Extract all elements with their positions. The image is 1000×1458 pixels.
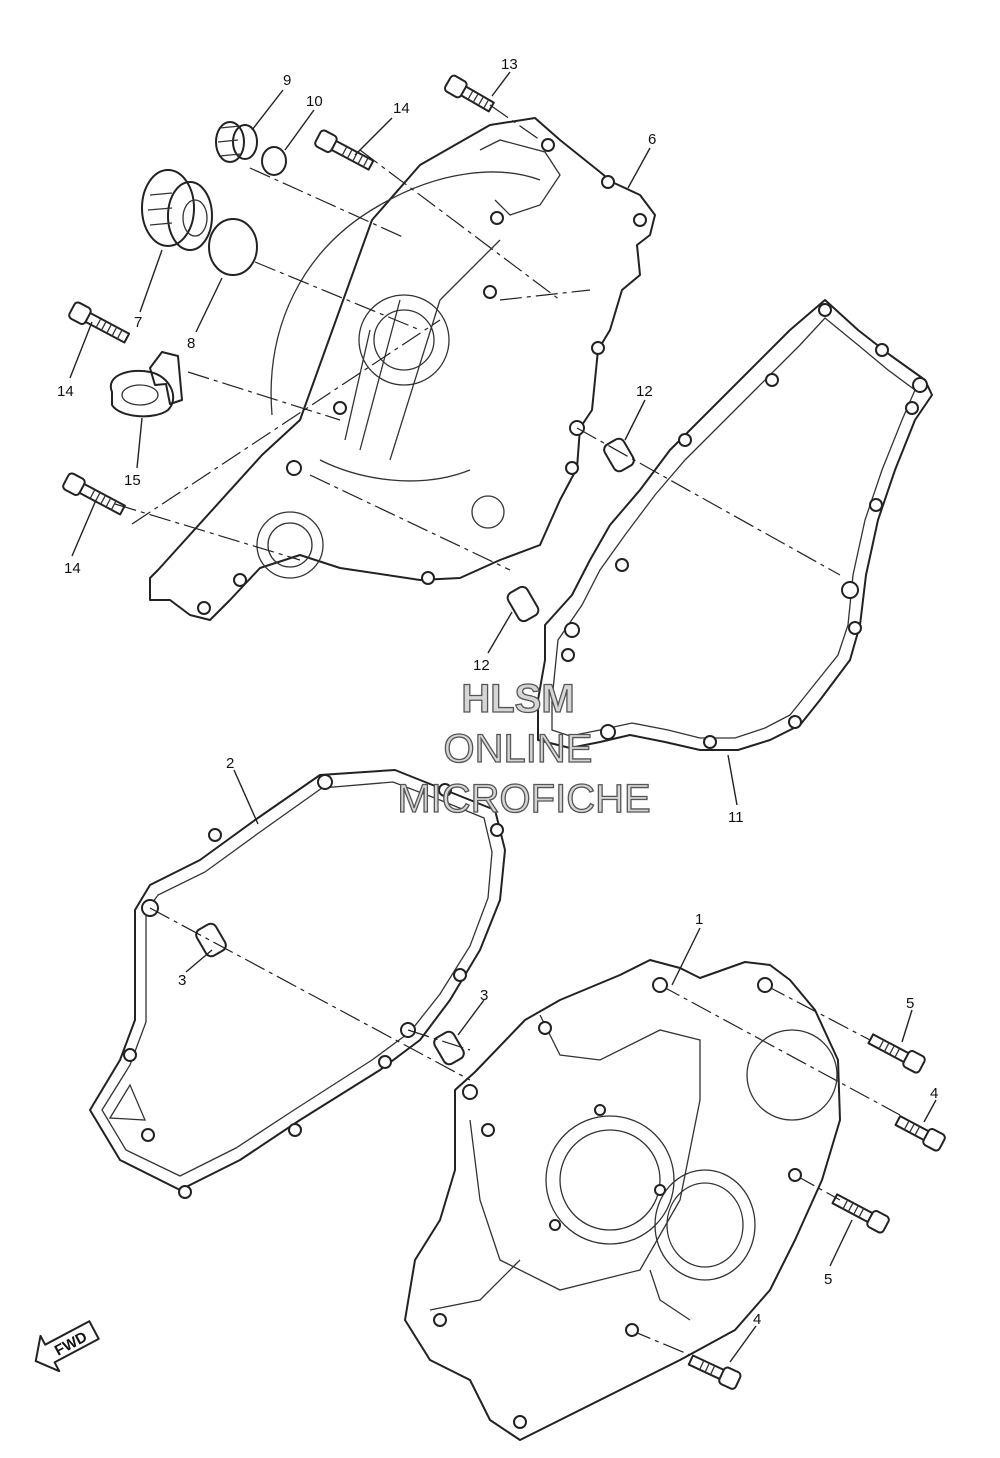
dowel-3-right (433, 1030, 465, 1066)
bolt-5-lower (831, 1193, 890, 1234)
o-ring-10 (261, 146, 287, 176)
plug-9 (215, 121, 258, 163)
callout-1: 1 (695, 911, 703, 928)
bolt-14-left (68, 301, 131, 344)
callout-2: 2 (226, 755, 234, 772)
bolt-14-lower (62, 472, 126, 516)
callout-4-upper: 4 (930, 1085, 938, 1102)
callout-9: 9 (283, 72, 291, 89)
o-ring-8 (208, 218, 258, 276)
dowel-12-upper (603, 437, 635, 473)
callout-5-lower: 5 (824, 1271, 832, 1288)
callout-11: 11 (728, 809, 744, 826)
alignment-lines-upper (114, 104, 841, 576)
callout-7: 7 (134, 314, 142, 331)
callout-13: 13 (501, 56, 518, 73)
cap-7 (141, 169, 213, 251)
callout-15: 15 (124, 472, 141, 489)
alignment-lines-lower (149, 907, 901, 1356)
bolt-13 (443, 74, 495, 113)
fwd-indicator: FWD (34, 1320, 100, 1373)
callout-10: 10 (306, 93, 323, 110)
callout-3-right: 3 (480, 987, 488, 1004)
callout-6: 6 (648, 131, 656, 148)
leader-lines (69, 71, 937, 1363)
callout-5-upper: 5 (906, 995, 914, 1012)
fwd-label: FWD (52, 1328, 90, 1359)
watermark-line-1: HLSM (461, 677, 574, 721)
watermark-line-3: MICROFICHE (397, 777, 650, 821)
crankcase-cover-1 (404, 959, 841, 1441)
clamp-15 (109, 351, 183, 418)
watermark-line-2: ONLINE (444, 727, 593, 771)
bolt-4-upper (894, 1115, 946, 1152)
crankcase-cover-6 (149, 117, 656, 621)
gasket-11 (537, 299, 933, 751)
callout-labels: 13 9 10 14 6 7 8 14 12 15 14 12 2 11 1 3… (57, 56, 938, 1328)
watermark: HLSM ONLINE MICROFICHE (397, 676, 652, 821)
callout-8: 8 (187, 335, 195, 352)
callout-14-left: 14 (57, 383, 74, 400)
callout-4-lower: 4 (753, 1311, 761, 1328)
dowel-12-lower (506, 585, 540, 623)
callout-14-lower: 14 (64, 560, 81, 577)
callout-3-left: 3 (178, 972, 186, 989)
gasket-2 (89, 769, 506, 1199)
callout-14-top: 14 (393, 100, 410, 117)
callout-12-lower: 12 (473, 657, 490, 674)
dowel-3-left (195, 922, 227, 958)
callout-12-upper: 12 (636, 383, 653, 400)
bolt-4-lower (687, 1354, 742, 1390)
bolt-5-upper (867, 1033, 926, 1074)
bolt-14-top (314, 129, 375, 171)
